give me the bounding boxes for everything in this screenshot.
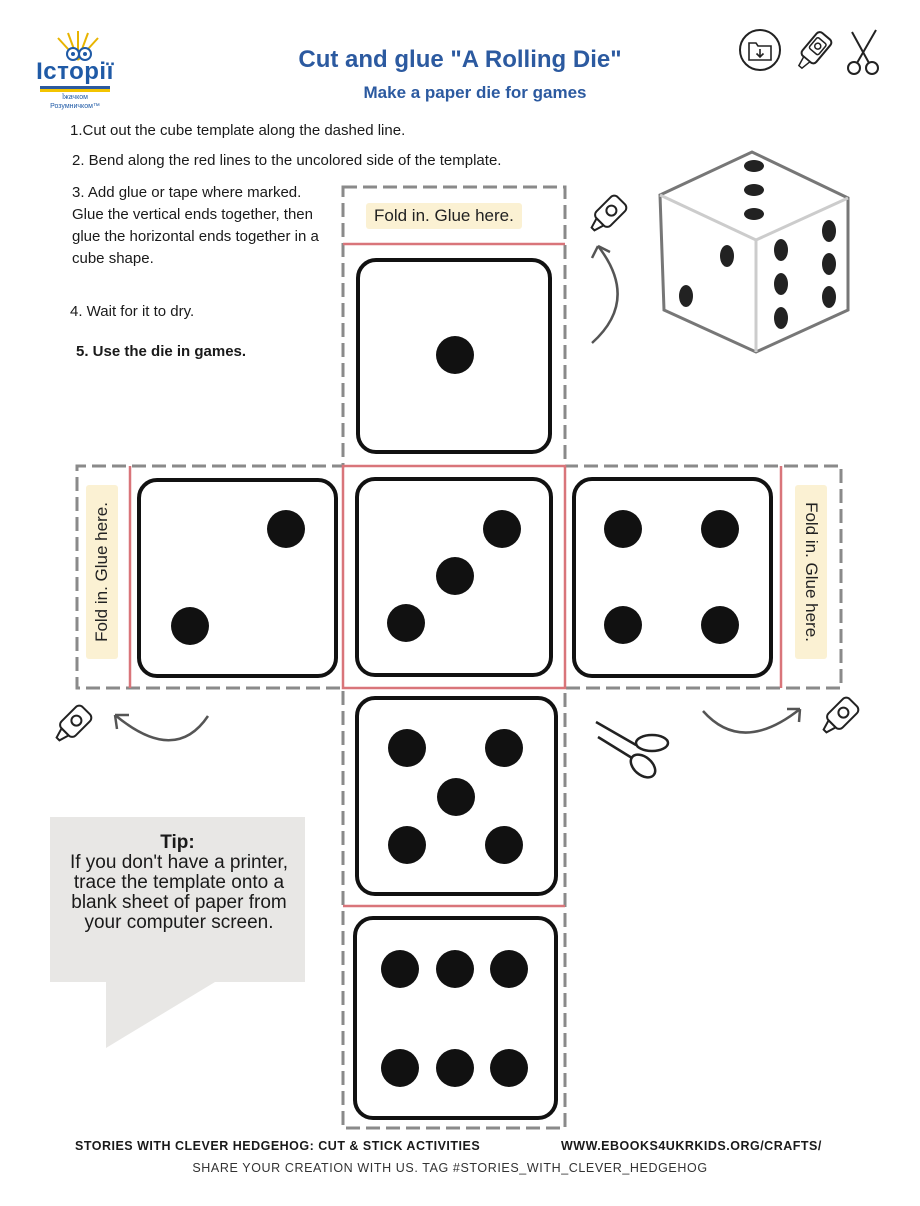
fold-label-right-text: Fold in. Glue here. [802, 502, 821, 642]
glue-bottle-icon [590, 194, 628, 232]
die-3d-illustration [658, 150, 850, 354]
hedgehog-logo-icon [57, 31, 99, 61]
instruction-step-5: 5. Use the die in games. [76, 343, 247, 360]
die-pips [171, 336, 739, 1087]
fold-lines [128, 242, 783, 908]
instruction-step-4: 4. Wait for it to dry. [70, 303, 195, 320]
fold-label-left-text: Fold in. Glue here. [92, 502, 111, 642]
instruction-step-3: 3. Add glue or tape where marked. Glue t… [72, 184, 319, 267]
die-face-6 [353, 916, 558, 1120]
logo-tagline-1: Їжачком [62, 94, 88, 101]
instruction-step-1: 1.Cut out the cube template along the da… [70, 122, 406, 139]
logo-flag-stripe [40, 86, 110, 92]
tip-body: If you don't have a printer, trace the t… [69, 852, 289, 933]
die-3d-pips [679, 160, 836, 329]
instruction-step-2: 2. Bend along the red lines to the uncol… [72, 152, 502, 169]
glue-bottle-icon [797, 31, 833, 70]
logo-tagline: Їжачком Розумничком™ [30, 93, 120, 111]
footer-share-tag: SHARE YOUR CREATION WITH US. TAG #STORIE… [192, 1161, 708, 1175]
curved-arrow-icon [591, 245, 619, 344]
footer-website-link[interactable]: WWW.EBOOKS4UKRKIDS.ORG/CRAFTS/ [561, 1139, 822, 1153]
top-icons [739, 29, 879, 75]
curved-arrow-icon [702, 708, 801, 734]
fold-label-left: Fold in. Glue here. [86, 485, 118, 659]
scissors-icon [847, 29, 879, 75]
tip-title: Tip: [160, 832, 195, 853]
logo-name: Історії [36, 58, 114, 85]
curved-arrow-icon [114, 714, 210, 742]
download-folder-icon [739, 29, 781, 71]
fold-label-right: Fold in. Glue here. [795, 485, 827, 659]
die-face-2 [137, 478, 338, 678]
footer-series-title: STORIES WITH CLEVER HEDGEHOG: CUT & STIC… [75, 1139, 481, 1153]
page-title: Cut and glue "A Rolling Die" [298, 46, 622, 73]
logo-tagline-2: Розумничком™ [50, 103, 100, 110]
die-face-4 [572, 477, 773, 678]
fold-label-top: Fold in. Glue here. [366, 203, 522, 229]
glue-bottle-icon [55, 704, 93, 742]
tip-bubble [50, 817, 305, 1048]
glue-bottle-icon [822, 696, 860, 734]
arrows [113, 244, 802, 742]
scissors-icon [595, 720, 670, 779]
page-subtitle: Make a paper die for games [363, 83, 587, 102]
